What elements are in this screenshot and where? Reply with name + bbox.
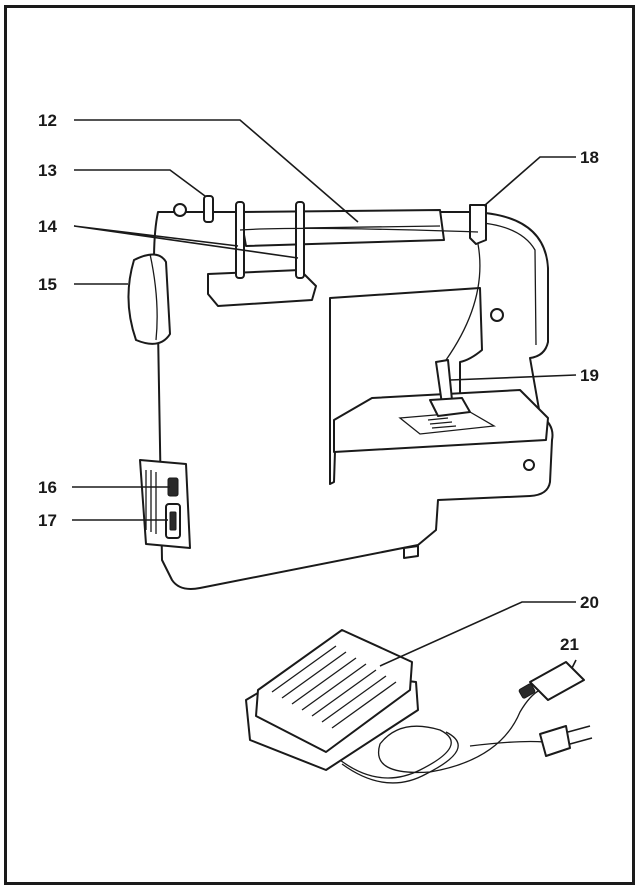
callout-21: 21 — [560, 635, 579, 654]
leader-12 — [74, 119, 359, 223]
callout-14: 14 — [38, 217, 57, 236]
callout-16: 16 — [38, 478, 57, 497]
bed-screw — [523, 459, 535, 471]
callout-15: 15 — [38, 275, 57, 294]
sewing-bed — [333, 389, 549, 453]
spool-pin-right — [295, 201, 305, 279]
power-plug-icon — [518, 661, 593, 757]
callout-20: 20 — [580, 593, 599, 612]
presser-foot — [429, 397, 471, 417]
leader-19 — [449, 374, 577, 381]
callout-labels: 12 13 14 15 16 17 18 19 20 21 — [38, 111, 599, 654]
leader-21 — [571, 659, 577, 669]
handwheel — [127, 253, 171, 345]
thread-path — [239, 227, 481, 361]
thread-take-up-lever — [469, 204, 487, 245]
wall-plug — [539, 725, 571, 757]
callout-17: 17 — [38, 511, 57, 530]
leader-14 — [73, 225, 299, 259]
sewing-machine-icon — [127, 195, 554, 590]
pedal-cord — [339, 689, 541, 779]
head-screw — [490, 308, 504, 322]
feed-dogs — [427, 417, 457, 429]
pedal-top — [255, 629, 413, 753]
leader-lines — [72, 119, 577, 669]
callout-13: 13 — [38, 161, 57, 180]
bobbin-winder-spindle — [203, 195, 214, 223]
pedal-ribs — [271, 645, 397, 729]
leader-18 — [483, 156, 576, 207]
leader-20 — [379, 601, 576, 667]
spool-pin-left — [235, 201, 245, 279]
leader-13 — [74, 169, 206, 197]
callout-19: 19 — [580, 366, 599, 385]
callout-18: 18 — [580, 148, 599, 167]
machine-plug — [529, 661, 585, 701]
callout-12: 12 — [38, 111, 57, 130]
foot-pedal-icon — [245, 629, 545, 784]
bobbin-winder-stop — [173, 203, 187, 217]
